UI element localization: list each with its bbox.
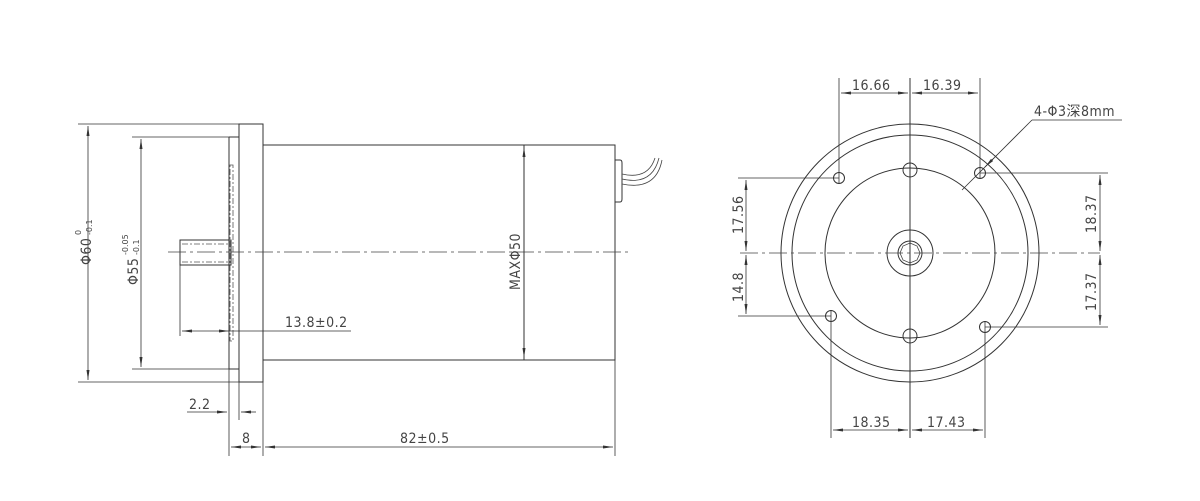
dim-14-8: 14.8 xyxy=(731,272,747,302)
cable-gland xyxy=(615,159,623,203)
svg-text:0: 0 xyxy=(74,230,83,235)
dim-18-35: 18.35 xyxy=(852,415,891,431)
hole-note: 4-Φ3深8mm xyxy=(1034,104,1115,120)
mounting-hole-top xyxy=(902,162,918,178)
svg-text:Φ55: Φ55 xyxy=(126,258,142,285)
svg-text:-0.1: -0.1 xyxy=(85,219,94,235)
dim-16-39: 16.39 xyxy=(923,78,962,94)
svg-text:-0.1: -0.1 xyxy=(132,239,141,255)
flange-diameter-label: Φ60 0 -0.1 xyxy=(74,219,95,265)
shaft-length-label: 13.8±0.2 xyxy=(285,315,348,331)
flange-thickness-label: 8 xyxy=(242,431,251,447)
flange xyxy=(238,123,264,383)
mounting-hole-bottom xyxy=(902,328,918,344)
side-view: Φ60 0 -0.1 Φ55 -0.05 -0.1 MAXΦ50 13.8±0.… xyxy=(74,123,663,456)
dim-17-43: 17.43 xyxy=(927,415,966,431)
cable xyxy=(621,157,656,176)
shaft xyxy=(179,239,232,266)
body-length-label: 82±0.5 xyxy=(400,431,450,447)
dim-17-56: 17.56 xyxy=(731,195,747,234)
body-diameter-label: MAXΦ50 xyxy=(508,233,524,290)
svg-text:Φ60: Φ60 xyxy=(79,238,95,265)
front-view: 16.66 16.39 4-Φ3深8mm 17.56 14.8 18.37 17… xyxy=(731,78,1122,438)
motor-body xyxy=(262,144,616,361)
dim-16-66: 16.66 xyxy=(852,78,891,94)
pilot-diameter-label: Φ55 -0.05 -0.1 xyxy=(121,234,142,285)
dim-18-37: 18.37 xyxy=(1084,194,1100,233)
svg-text:-0.05: -0.05 xyxy=(121,234,130,255)
pilot-thickness-label: 2.2 xyxy=(189,397,211,413)
dim-17-37: 17.37 xyxy=(1084,272,1100,311)
